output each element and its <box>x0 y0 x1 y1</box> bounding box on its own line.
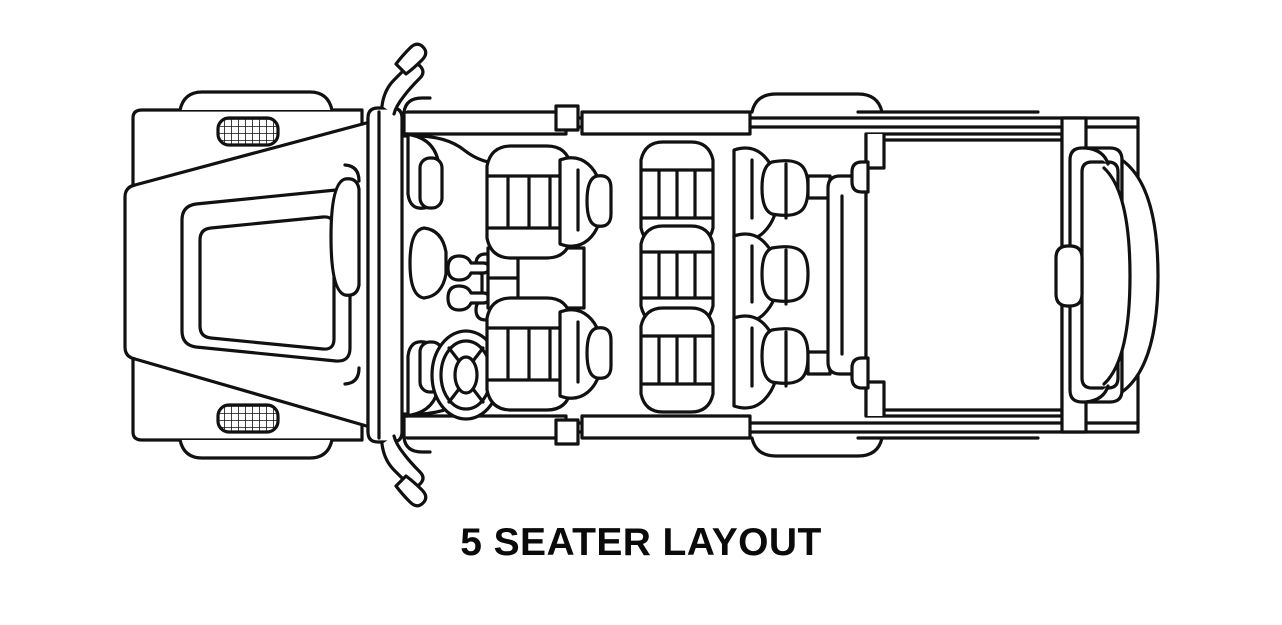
tailgate-group <box>1054 116 1160 434</box>
cowl-right <box>343 366 361 386</box>
a-pillar <box>366 106 404 444</box>
tailgate-handle <box>1054 244 1084 308</box>
rear-seat-center-ribs <box>639 250 715 300</box>
steering-wheel-spoke-a <box>447 346 485 404</box>
rear-door-top <box>580 110 752 136</box>
rear-bench-backrest-shell <box>826 174 868 376</box>
front-end-group <box>123 90 372 460</box>
handbrake-lever-lower <box>446 284 491 312</box>
front-door-handle-bottom <box>554 418 580 446</box>
front-passenger-seat-cushion-ribs <box>485 174 573 230</box>
rear-seat-right <box>639 306 832 414</box>
front-door-handle-top <box>554 104 580 132</box>
rear-door-bottom <box>580 414 752 440</box>
vehicle-top-view-svg <box>123 42 1160 508</box>
driver-seat <box>485 296 613 412</box>
hood-inner-panel-bevel <box>198 215 336 351</box>
wheel-arch-front-right <box>402 436 432 454</box>
steering-wheel-hub <box>453 355 479 395</box>
spare-tire <box>1120 158 1160 394</box>
windshield <box>329 177 361 297</box>
cargo-floor <box>864 132 1064 418</box>
side-mirror-right <box>380 434 425 489</box>
tailgate-shoulder-bottom <box>1084 384 1110 404</box>
tailgate-shoulder-top <box>1084 146 1110 166</box>
cargo-area-group <box>850 132 1064 418</box>
cargo-trim-left <box>850 160 870 194</box>
rear-seat-left-ribs <box>639 168 715 220</box>
headlight-right-icon <box>216 403 280 434</box>
side-mirror-left <box>380 61 425 116</box>
rear-bench-group <box>639 140 868 414</box>
front-door-top <box>402 110 568 136</box>
cowl-left <box>343 163 361 183</box>
front-passenger-seat <box>485 144 613 260</box>
vehicle-layout-diagram <box>123 42 1160 508</box>
dashboard-group <box>402 132 586 421</box>
wheel-well-right <box>864 380 886 418</box>
side-mirror-right-glass <box>394 474 428 508</box>
rear-seat-right-ribs <box>639 334 715 386</box>
cargo-trim-right <box>850 356 870 390</box>
rear-seat-right-post <box>806 350 832 376</box>
bumper-lobe-top <box>178 90 334 112</box>
front-door-bottom <box>402 414 568 440</box>
driver-headrest <box>585 326 613 380</box>
wheel-arch-front-left <box>402 96 432 114</box>
air-vent-left <box>418 156 444 210</box>
handbrake-lever-upper <box>446 254 491 282</box>
headlight-left-icon <box>216 116 280 147</box>
wheel-arch-rear-right <box>750 436 884 458</box>
spare-tire-inner <box>1102 166 1132 386</box>
wheel-arch-rear-left <box>750 92 884 114</box>
front-passenger-headrest <box>585 174 613 228</box>
instrument-cluster <box>408 226 448 300</box>
bumper-lobe-bottom <box>178 438 334 460</box>
wheel-well-left <box>864 132 886 170</box>
front-seats-group <box>485 144 613 412</box>
driver-seat-cushion-ribs <box>485 326 573 382</box>
side-mirror-left-glass <box>394 42 428 76</box>
layout-caption: 5 SEATER LAYOUT <box>460 521 822 564</box>
